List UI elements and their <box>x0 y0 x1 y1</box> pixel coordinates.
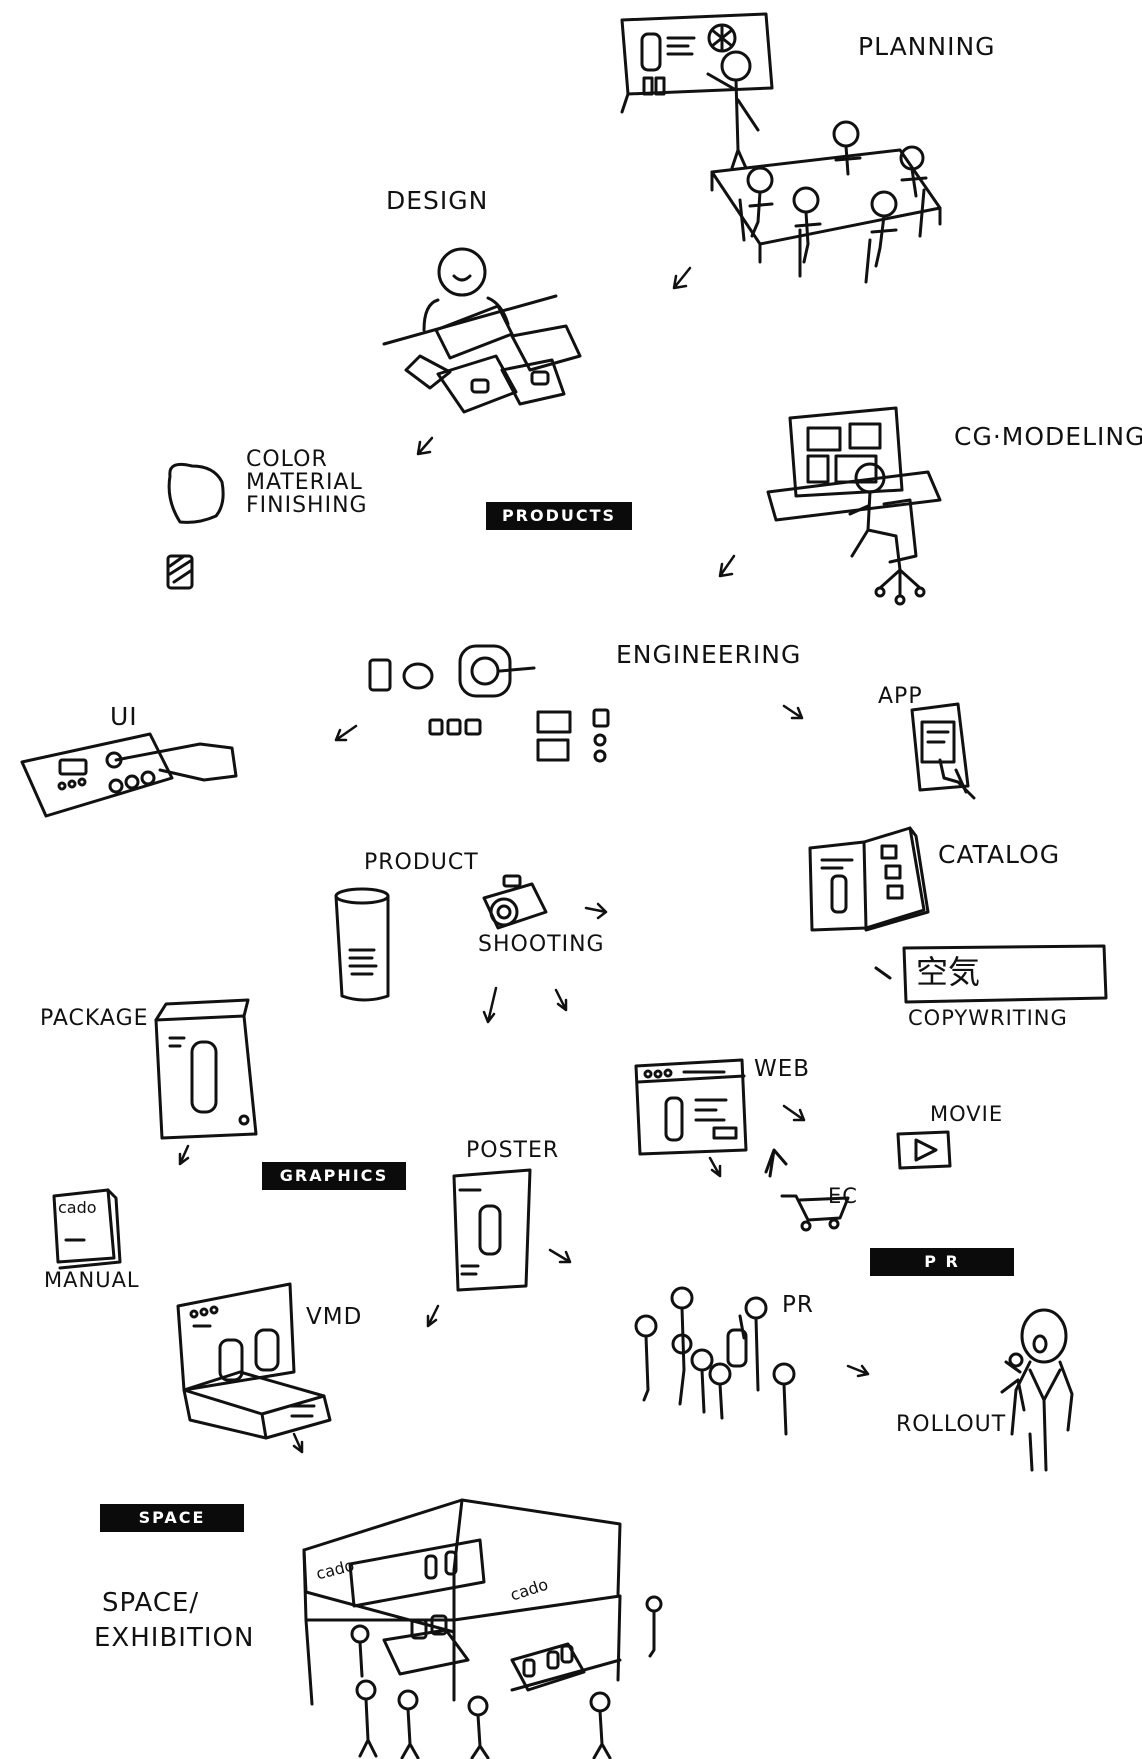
label-color-line-3: FINISHING <box>246 493 368 519</box>
engineering-illustration <box>368 644 610 763</box>
label-shooting: SHOOTING <box>478 932 605 957</box>
section-tag-graphics: GRAPHICS <box>262 1162 406 1190</box>
label-product: PRODUCT <box>364 850 479 875</box>
label-planning: PLANNING <box>858 32 996 61</box>
camera-illustration <box>482 874 548 930</box>
color-material-illustration <box>166 462 225 590</box>
space-illustration <box>302 1498 663 1759</box>
label-movie: MOVIE <box>930 1102 1004 1126</box>
label-poster: POSTER <box>466 1138 560 1163</box>
label-manual: MANUAL <box>44 1268 140 1292</box>
manual-brand-text: cado <box>58 1198 97 1217</box>
label-color-material-finishing: COLOR MATERIAL FINISHING <box>246 448 368 517</box>
label-engineering: ENGINEERING <box>616 640 802 669</box>
section-tag-products: PRODUCTS <box>486 502 632 530</box>
planning-illustration <box>620 12 942 284</box>
ui-illustration <box>20 732 238 818</box>
poster-illustration <box>452 1168 532 1292</box>
label-web: WEB <box>754 1056 811 1082</box>
cg-modeling-illustration <box>766 406 942 606</box>
label-design: DESIGN <box>386 186 489 215</box>
label-space-exhibition: SPACE/ EXHIBITION <box>94 1588 255 1654</box>
label-space-line-1: SPACE/ <box>102 1588 200 1618</box>
label-ec: EC <box>828 1184 858 1208</box>
label-catalog: CATALOG <box>938 840 1061 869</box>
label-copywriting: COPYWRITING <box>908 1006 1068 1030</box>
movie-illustration <box>896 1130 952 1170</box>
manual-illustration <box>52 1188 122 1270</box>
label-vmd: VMD <box>306 1304 363 1330</box>
rollout-illustration <box>1000 1308 1074 1472</box>
label-color-line-1: COLOR <box>246 447 328 472</box>
product-illustration <box>334 887 390 1002</box>
vmd-illustration <box>176 1282 332 1440</box>
pr-crowd-illustration <box>634 1286 796 1436</box>
label-rollout: ROLLOUT <box>896 1412 1007 1437</box>
copywriting-glyphs: 空気 <box>916 953 981 991</box>
label-color-line-2: MATERIAL <box>246 470 363 496</box>
section-tag-pr: P R <box>870 1248 1014 1276</box>
label-pr-people: PR <box>782 1292 814 1318</box>
label-space-line-2: EXHIBITION <box>94 1623 255 1654</box>
section-tag-space: SPACE <box>100 1504 244 1532</box>
copywriting-illustration <box>874 944 1108 1004</box>
web-illustration <box>634 1058 748 1156</box>
catalog-illustration <box>808 826 930 932</box>
package-illustration <box>154 998 258 1140</box>
label-cg-modeling: CG·MODELING <box>954 422 1142 451</box>
label-package: PACKAGE <box>40 1006 149 1031</box>
flow-arrows <box>178 266 870 1454</box>
ec-illustration <box>764 1148 850 1232</box>
app-illustration <box>910 702 976 800</box>
label-ui: UI <box>110 702 138 731</box>
label-app: APP <box>878 684 923 709</box>
design-illustration <box>382 247 582 414</box>
